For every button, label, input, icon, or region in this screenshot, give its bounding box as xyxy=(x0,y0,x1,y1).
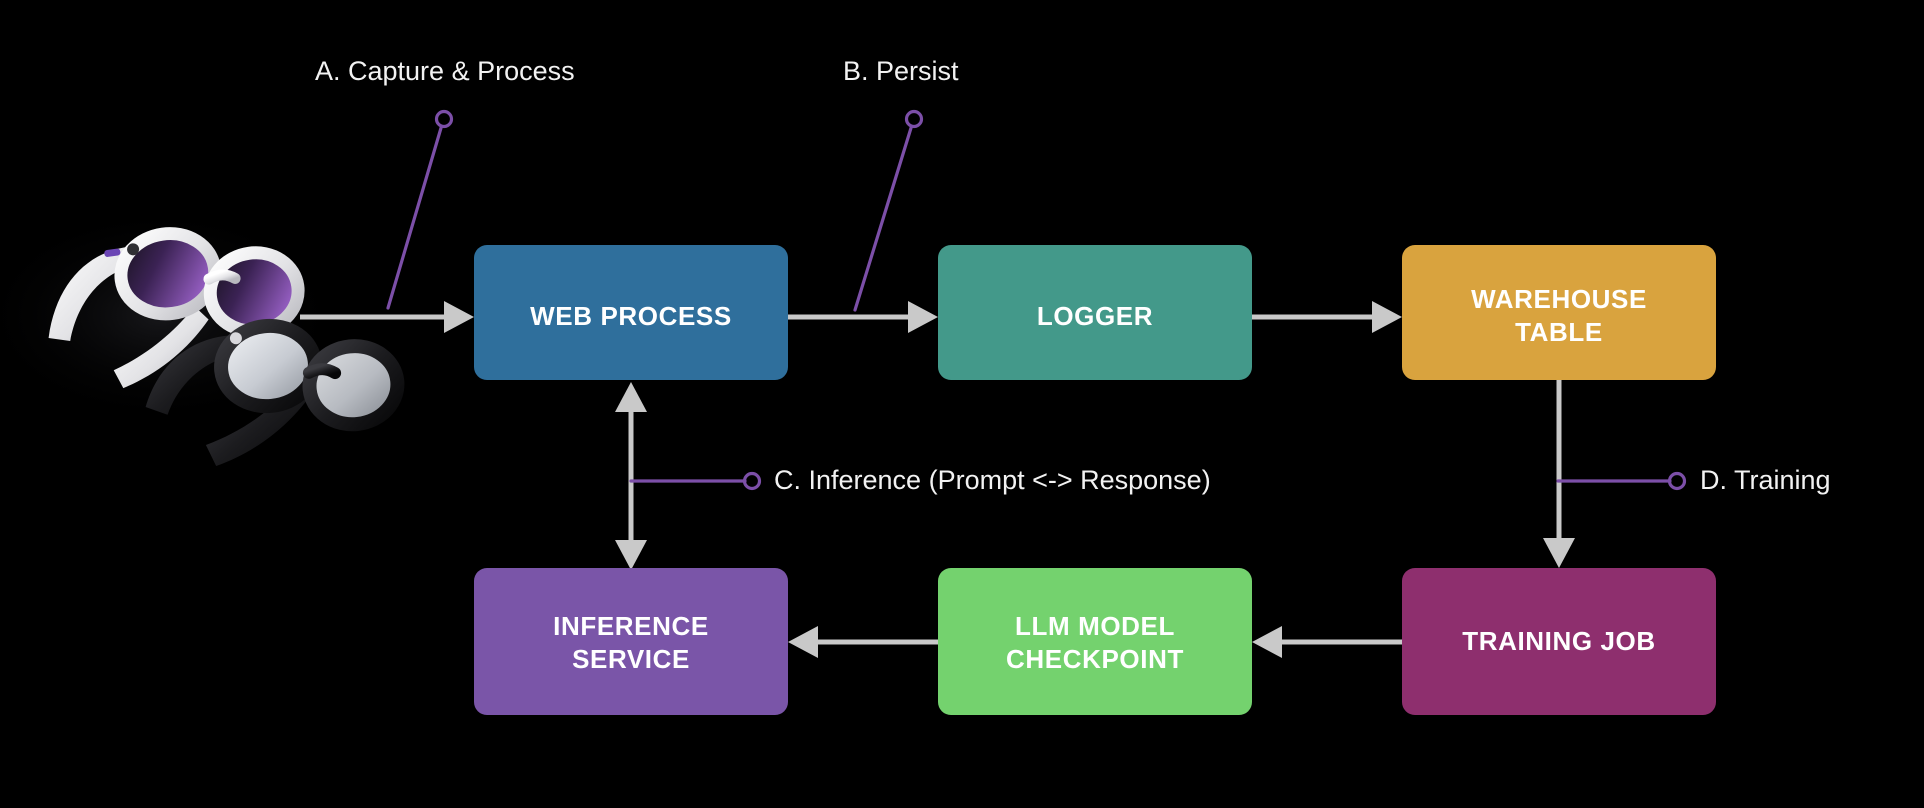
callout-b-label: B. Persist xyxy=(843,56,959,86)
node-logger[interactable]: LOGGER xyxy=(938,245,1252,380)
node-llm-model-checkpoint[interactable]: LLM MODEL CHECKPOINT xyxy=(938,568,1252,715)
callout-d-dot xyxy=(1667,471,1687,491)
node-warehouse-table[interactable]: WAREHOUSE TABLE xyxy=(1402,245,1716,380)
connector-logger-to-warehouse-table xyxy=(1252,301,1402,333)
connector-web-process-inference-service xyxy=(615,382,647,570)
connector-web-process-to-logger xyxy=(788,301,938,333)
node-label-warehouse-table-line2: TABLE xyxy=(1515,317,1603,347)
smart-glasses-photo xyxy=(0,205,405,466)
node-web-process[interactable]: WEB PROCESS xyxy=(474,245,788,380)
node-label-training-job: TRAINING JOB xyxy=(1462,626,1656,656)
callout-a: A. Capture & Process xyxy=(315,56,575,310)
node-label-warehouse-table-line1: WAREHOUSE xyxy=(1471,284,1647,314)
callout-a-label: A. Capture & Process xyxy=(315,56,575,86)
callout-d-label: D. Training xyxy=(1700,465,1831,495)
callout-d: D. Training xyxy=(1556,465,1831,495)
callout-c-dot xyxy=(742,471,762,491)
connector-llm-model-checkpoint-to-inference-service xyxy=(788,626,938,658)
connector-glasses-to-web-process xyxy=(300,301,474,333)
callout-a-dot xyxy=(434,109,454,129)
callout-b-dot xyxy=(904,109,924,129)
callout-c-label: C. Inference (Prompt <-> Response) xyxy=(774,465,1211,495)
connector-warehouse-table-to-training-job xyxy=(1543,380,1575,568)
node-label-llm-model-checkpoint-line1: LLM MODEL xyxy=(1015,611,1175,641)
node-label-logger: LOGGER xyxy=(1037,301,1153,331)
node-label-inference-service-line2: SERVICE xyxy=(572,644,690,674)
node-label-llm-model-checkpoint-line2: CHECKPOINT xyxy=(1006,644,1184,674)
node-label-inference-service-line1: INFERENCE xyxy=(553,611,709,641)
node-label-web-process: WEB PROCESS xyxy=(530,301,732,331)
node-inference-service[interactable]: INFERENCE SERVICE xyxy=(474,568,788,715)
node-training-job[interactable]: TRAINING JOB xyxy=(1402,568,1716,715)
callout-c: C. Inference (Prompt <-> Response) xyxy=(629,465,1211,495)
callout-b: B. Persist xyxy=(843,56,959,312)
connector-training-job-to-llm-model-checkpoint xyxy=(1252,626,1402,658)
